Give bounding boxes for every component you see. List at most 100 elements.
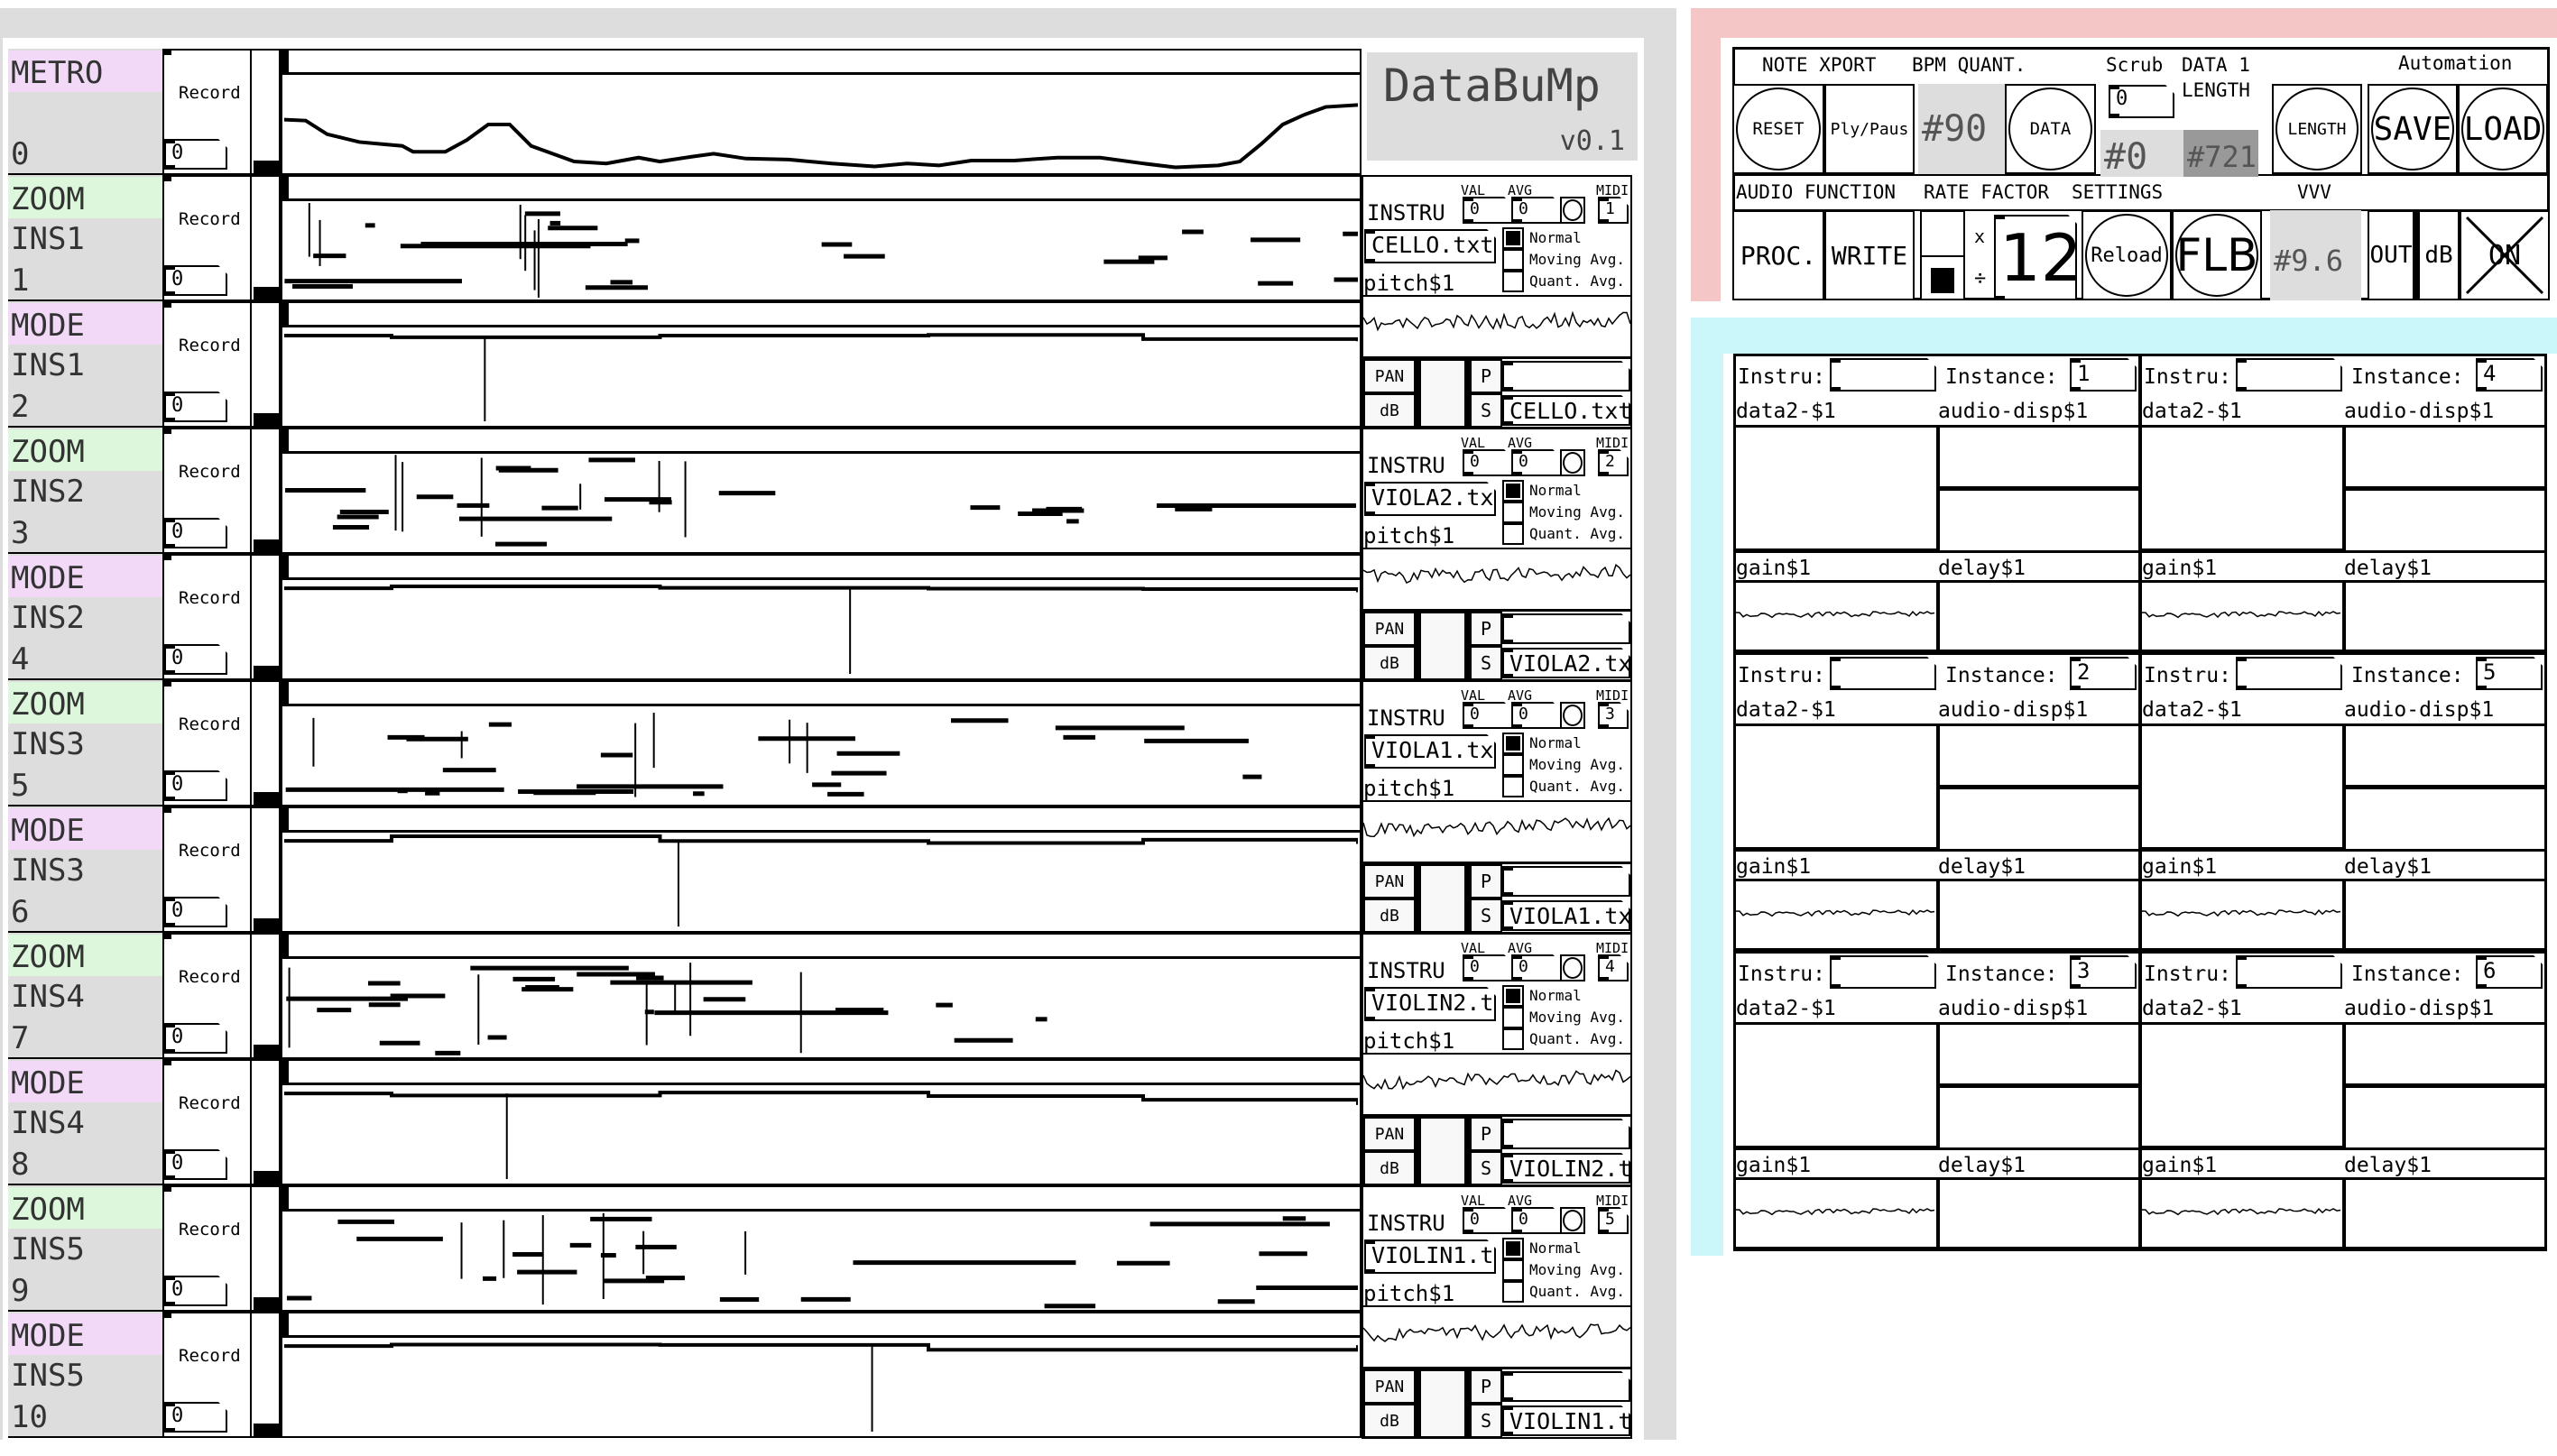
instru-input[interactable]: [1830, 358, 1936, 392]
pan-slider[interactable]: [1416, 864, 1466, 933]
mode-radio-option[interactable]: [1502, 480, 1524, 502]
track-slider-column[interactable]: [252, 175, 281, 301]
mode-radio-option[interactable]: [1502, 523, 1524, 545]
p-symbol-input[interactable]: [1502, 1119, 1630, 1149]
db-button[interactable]: dB: [1363, 646, 1416, 680]
bang-circle[interactable]: [1563, 705, 1583, 726]
track-graph[interactable]: [281, 1312, 1362, 1438]
db-button[interactable]: dB: [1363, 393, 1416, 428]
p-button[interactable]: P: [1466, 612, 1502, 646]
track-value-input[interactable]: 0: [164, 1023, 227, 1054]
playhead-marker[interactable]: [282, 682, 289, 705]
pan-button[interactable]: PAN: [1363, 612, 1416, 646]
track-slider-column[interactable]: [252, 49, 281, 175]
mode-radio-option[interactable]: [1502, 502, 1524, 523]
instrument-file-input[interactable]: VIOLIN2.t>: [1364, 987, 1496, 1021]
playhead-marker[interactable]: [282, 429, 289, 452]
data-bang[interactable]: DATA: [2008, 88, 2092, 170]
bang-circle[interactable]: [1563, 957, 1583, 979]
bang-circle[interactable]: [1563, 1210, 1583, 1231]
playhead-marker[interactable]: [282, 1187, 289, 1210]
track-graph[interactable]: [281, 1059, 1362, 1185]
record-button[interactable]: Record: [179, 1220, 241, 1239]
mode-radio-option[interactable]: [1502, 1028, 1524, 1050]
track-slider-column[interactable]: [252, 301, 281, 428]
reset-button[interactable]: RESET: [1732, 84, 1824, 174]
track-graph[interactable]: [281, 806, 1362, 933]
track-slider-column[interactable]: [252, 1185, 281, 1312]
flb-bang[interactable]: FLB: [2175, 214, 2258, 297]
p-button[interactable]: P: [1466, 1369, 1502, 1404]
track-graph[interactable]: [281, 1185, 1362, 1312]
instance-number-input[interactable]: 5: [2476, 657, 2543, 690]
instance-number-input[interactable]: 6: [2476, 955, 2543, 989]
record-button[interactable]: Record: [179, 83, 241, 103]
slider-knob[interactable]: [254, 539, 279, 552]
length-bang[interactable]: LENGTH: [2275, 88, 2359, 170]
track-graph[interactable]: [281, 428, 1362, 554]
record-button[interactable]: Record: [179, 209, 241, 229]
playhead-marker[interactable]: [282, 177, 289, 199]
s-button[interactable]: S: [1466, 646, 1502, 680]
instrument-file-input[interactable]: VIOLIN1.t>: [1364, 1239, 1496, 1274]
flb-button[interactable]: FLB: [2172, 210, 2262, 300]
record-button[interactable]: Record: [179, 841, 241, 861]
s-button[interactable]: S: [1466, 1404, 1502, 1438]
track-graph[interactable]: [281, 175, 1362, 301]
instrument-file-input[interactable]: VIOLA2.txt: [1364, 482, 1496, 516]
instru-input[interactable]: [1830, 657, 1936, 690]
p-button[interactable]: P: [1466, 1117, 1502, 1151]
rate-toggle[interactable]: [1920, 210, 1965, 300]
s-button[interactable]: S: [1466, 1151, 1502, 1185]
track-value-input[interactable]: 0: [164, 392, 227, 422]
pan-button[interactable]: PAN: [1363, 1117, 1416, 1151]
instrument-bang[interactable]: [1560, 197, 1585, 224]
track-value-input[interactable]: 0: [164, 518, 227, 548]
record-button[interactable]: Record: [179, 967, 241, 987]
proc-button[interactable]: PROC.: [1732, 210, 1824, 300]
s-symbol-input[interactable]: CELLO.txt: [1502, 395, 1630, 426]
slider-knob[interactable]: [254, 1171, 279, 1184]
track-value-input[interactable]: 0: [164, 1276, 227, 1306]
pan-button[interactable]: PAN: [1363, 864, 1416, 898]
p-symbol-input[interactable]: [1502, 866, 1630, 897]
record-button[interactable]: Record: [179, 336, 241, 355]
instrument-file-input[interactable]: VIOLA1.txt: [1364, 734, 1496, 769]
slider-knob[interactable]: [254, 161, 279, 173]
pan-button[interactable]: PAN: [1363, 359, 1416, 393]
s-button[interactable]: S: [1466, 393, 1502, 428]
track-graph[interactable]: [281, 680, 1362, 806]
instance-number-input[interactable]: 3: [2070, 955, 2137, 989]
instrument-bang[interactable]: [1560, 954, 1585, 981]
instrument-file-input[interactable]: CELLO.txt: [1364, 229, 1496, 263]
p-symbol-input[interactable]: [1502, 361, 1630, 392]
s-symbol-input[interactable]: VIOLIN1.t>: [1502, 1405, 1630, 1436]
scrub-input[interactable]: 0: [2109, 85, 2174, 118]
mode-radio-option[interactable]: [1502, 1238, 1524, 1259]
pan-slider[interactable]: [1416, 612, 1466, 680]
mode-radio-option[interactable]: [1502, 1259, 1524, 1281]
length-button[interactable]: LENGTH: [2272, 84, 2362, 174]
reload-button[interactable]: Reload: [2082, 210, 2172, 300]
track-slider-column[interactable]: [252, 1059, 281, 1185]
track-slider-column[interactable]: [252, 1312, 281, 1438]
mode-radio-option[interactable]: [1502, 271, 1524, 292]
record-button[interactable]: Record: [179, 462, 241, 482]
track-slider-column[interactable]: [252, 554, 281, 680]
s-symbol-input[interactable]: VIOLIN2.t>: [1502, 1153, 1630, 1184]
instrument-bang[interactable]: [1560, 449, 1585, 476]
instance-number-input[interactable]: 2: [2070, 657, 2137, 690]
out-button[interactable]: OUT: [2368, 210, 2418, 300]
track-graph[interactable]: [281, 933, 1362, 1059]
slider-knob[interactable]: [254, 287, 279, 299]
playhead-marker[interactable]: [282, 1313, 289, 1336]
s-symbol-input[interactable]: VIOLA2.txt: [1502, 648, 1630, 678]
slider-knob[interactable]: [254, 1424, 279, 1436]
track-graph[interactable]: [281, 49, 1362, 175]
slider-knob[interactable]: [254, 1297, 279, 1310]
db-button[interactable]: dB: [1363, 1151, 1416, 1185]
instrument-bang[interactable]: [1560, 1207, 1585, 1234]
pan-button[interactable]: PAN: [1363, 1369, 1416, 1404]
midi-channel-input[interactable]: 3: [1598, 702, 1629, 729]
instru-input[interactable]: [2236, 955, 2342, 989]
